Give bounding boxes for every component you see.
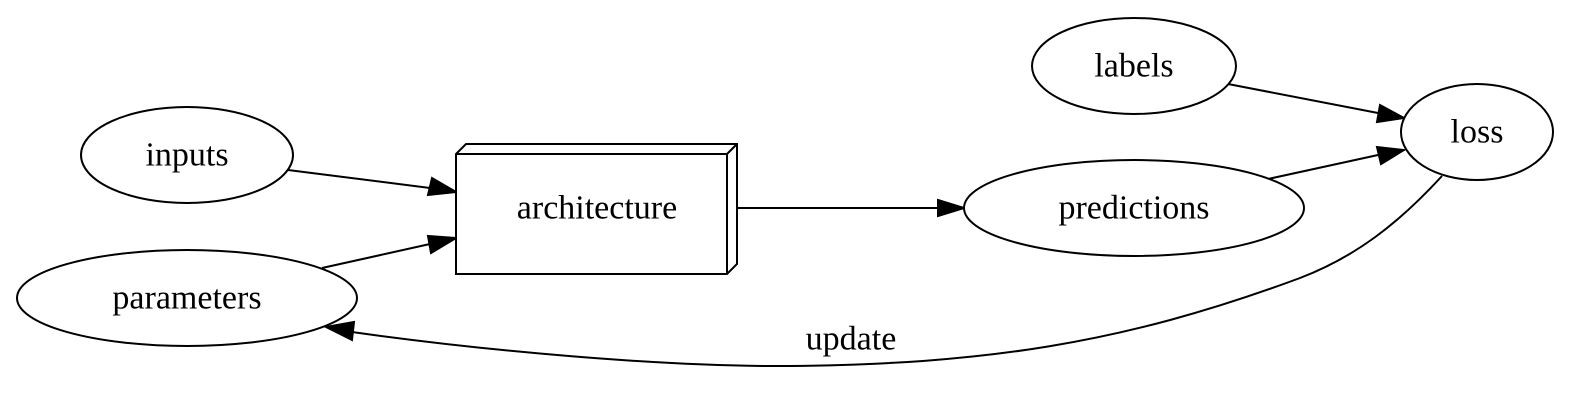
node-label-labels: labels (1094, 48, 1173, 85)
node-predictions: predictions (963, 159, 1305, 257)
node-label-architecture: architecture (517, 190, 677, 227)
edge-label-update: update (806, 321, 897, 358)
arrowhead (426, 176, 460, 197)
node-inputs: inputs (80, 106, 294, 204)
node-labels: labels (1031, 17, 1237, 115)
node-label-inputs: inputs (145, 137, 228, 174)
node-label-loss: loss (1451, 114, 1504, 151)
node-loss: loss (1400, 83, 1554, 181)
arrowhead (426, 234, 460, 255)
edge-parameters-to-architecture (321, 234, 460, 269)
edge-predictions-to-loss (1267, 145, 1408, 180)
edge-labels-to-loss (1227, 83, 1408, 124)
arrowhead (937, 198, 968, 218)
node-label-predictions: predictions (1058, 190, 1209, 227)
edge-loss-to-parameters: update (322, 175, 1443, 368)
node-parameters: parameters (16, 249, 358, 347)
node-architecture: architecture (455, 143, 738, 275)
edge-architecture-to-predictions (738, 198, 968, 218)
edge-inputs-to-architecture (287, 169, 460, 197)
arrowhead (1375, 145, 1408, 166)
arrowhead (1375, 103, 1408, 124)
arrowhead (322, 320, 356, 342)
node-label-parameters: parameters (112, 280, 261, 317)
